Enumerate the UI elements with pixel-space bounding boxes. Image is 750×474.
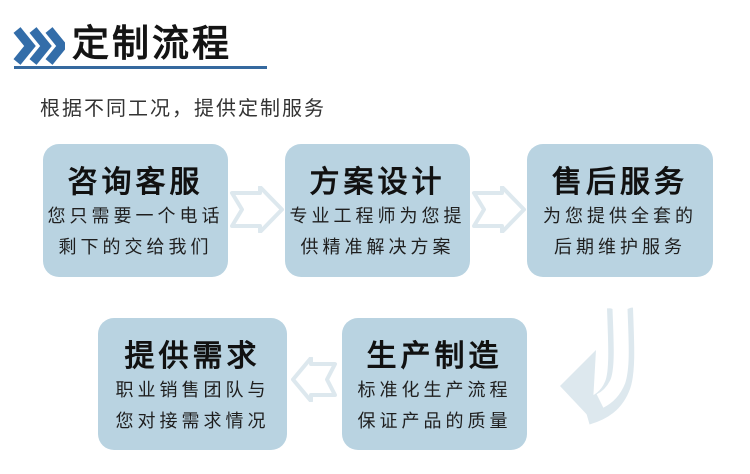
step-desc-line: 剩下的交给我们	[58, 237, 213, 258]
step-desc-line: 您只需要一个电话	[47, 206, 224, 227]
step-desc-line: 您对接需求情况	[115, 411, 270, 432]
page-title: 定制流程	[72, 23, 232, 64]
step-desc-line: 保证产品的质量	[357, 411, 512, 432]
step-box-requirements: 提供需求 职业销售团队与 您对接需求情况	[98, 318, 287, 450]
arrow-right-icon	[472, 186, 526, 233]
step-desc-line: 后期维护服务	[554, 237, 686, 258]
step-desc-line: 职业销售团队与	[115, 380, 270, 401]
arrow-right-icon	[230, 186, 284, 233]
step-title: 咨询客服	[67, 166, 204, 199]
arrow-left-icon	[291, 357, 337, 402]
triple-chevron-right-icon	[13, 27, 65, 65]
curved-down-left-arrow-icon	[560, 294, 636, 425]
step-box-aftersales: 售后服务 为您提供全套的 后期维护服务	[527, 144, 713, 277]
step-title: 售后服务	[552, 166, 688, 199]
step-title: 提供需求	[124, 340, 261, 373]
step-desc-line: 标准化生产流程	[357, 380, 512, 401]
page-subtitle: 根据不同工况，提供定制服务	[40, 98, 326, 120]
step-desc-line: 专业工程师为您提	[289, 206, 466, 227]
step-title: 方案设计	[309, 166, 446, 199]
step-desc-line: 供精准解决方案	[300, 237, 455, 258]
step-desc-line: 为您提供全套的	[543, 206, 697, 227]
step-title: 生产制造	[366, 340, 503, 373]
step-box-production: 生产制造 标准化生产流程 保证产品的质量	[342, 318, 527, 450]
step-box-design: 方案设计 专业工程师为您提 供精准解决方案	[285, 144, 470, 277]
step-box-consult: 咨询客服 您只需要一个电话 剩下的交给我们	[43, 144, 228, 277]
title-underline	[14, 66, 267, 69]
